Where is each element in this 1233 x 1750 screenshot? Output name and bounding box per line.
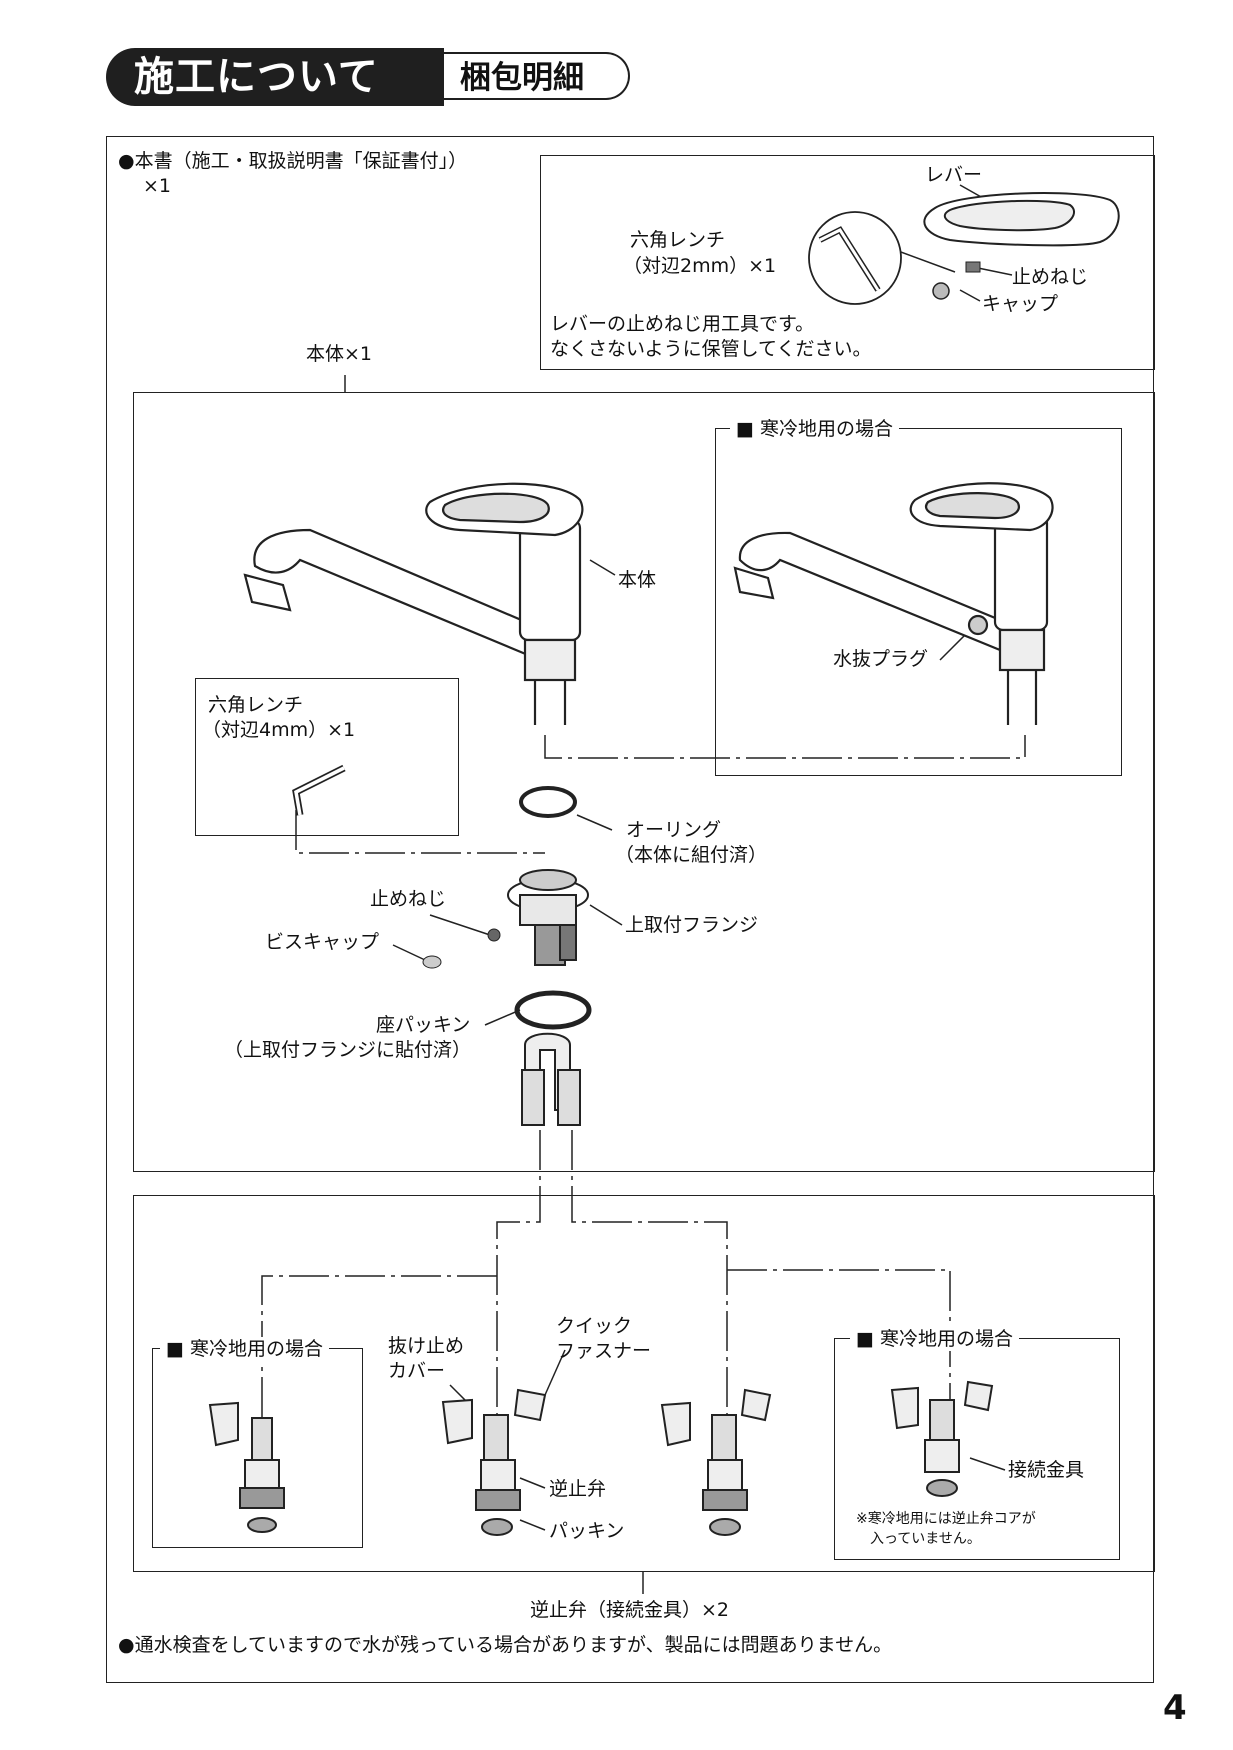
section-subtitle-badge: 梱包明細 (444, 52, 630, 100)
cap-icon (932, 282, 950, 300)
cold-region-body-box (715, 428, 1122, 776)
upper-flange-label: 上取付フランジ (625, 914, 759, 936)
body-leader (589, 559, 616, 576)
quick-fastener-label-2: ファスナー (556, 1340, 652, 1362)
cold-note-2: 入っていません。 (870, 1531, 981, 1547)
upper-flange-illustration (507, 869, 589, 966)
cold-region-label-valve-left: ■ 寒冷地用の場合 (160, 1337, 329, 1361)
valve-set-main-2 (660, 1388, 772, 1536)
wrench-note-1: レバーの止めねじ用工具です。 (550, 313, 815, 335)
body-box (133, 392, 1155, 1172)
valve-box (133, 1195, 1155, 1572)
wrench-note-2: なくさないように保管してください。 (550, 338, 872, 360)
set-screw-label-2: 止めねじ (370, 888, 447, 910)
cold-region-label-body: ■ 寒冷地用の場合 (730, 417, 899, 441)
section-subtitle: 梱包明細 (460, 60, 584, 96)
valve-set-main (441, 1388, 547, 1536)
faucet-body-illustration (243, 482, 584, 725)
cold-link-left (261, 1275, 497, 1432)
wrench2-name: 六角レンチ (630, 229, 726, 251)
wrench-box (540, 155, 1155, 370)
cold-faucet-illustration (733, 482, 1054, 725)
body-to-cold-link (544, 735, 1026, 759)
set-screw-leader-2 (429, 914, 491, 936)
wrench2-size: （対辺2mm）×1 (623, 255, 777, 277)
quick-fastener-label-1: クイック (556, 1315, 633, 1337)
seat-packing-label: 座パッキン (376, 1014, 471, 1036)
valve-set-cold-right (890, 1380, 994, 1497)
screw-cap-leader (392, 944, 426, 961)
section-title-badge: 施工について (106, 48, 444, 106)
wrench4-name: 六角レンチ (208, 694, 304, 716)
hose-link-right (571, 1130, 728, 1432)
manual-qty: ×1 (143, 175, 172, 197)
lever-illustration (923, 192, 1120, 247)
set-screw-icon-2 (487, 928, 501, 942)
wrench4-box (195, 678, 459, 836)
cold-note-1: ※寒冷地用には逆止弁コアが (856, 1511, 1036, 1527)
hex-wrench-4mm-icon (292, 764, 346, 816)
upper-flange-leader (589, 904, 623, 926)
cap-label: キャップ (982, 293, 1059, 315)
section-title: 施工について (134, 54, 379, 100)
outer-frame (106, 136, 1154, 1683)
fitting-label: 接続金具 (1008, 1459, 1085, 1481)
packing-label: パッキン (549, 1520, 625, 1542)
cold-link-right (727, 1269, 951, 1432)
drain-plug-label: 水抜プラグ (833, 648, 929, 670)
body-title: 本体×1 (306, 343, 373, 365)
page-number: 4 (1163, 1688, 1187, 1728)
o-ring-note: （本体に組付済） (615, 844, 768, 866)
seat-packing-icon (514, 990, 592, 1030)
seat-packing-leader (484, 1009, 521, 1026)
wrench4-size: （対辺4mm）×1 (202, 719, 356, 741)
seat-packing-note: （上取付フランジに貼付済） (224, 1039, 472, 1061)
o-ring-leader (576, 814, 613, 831)
set-screw-icon (965, 261, 981, 273)
body-label: 本体 (618, 569, 657, 591)
hoses-illustration (521, 1032, 581, 1126)
set-screw-leader (977, 267, 1013, 276)
footer-note: ●通水検査をしていますので水が残っている場合がありますが、製品には問題ありません… (118, 1634, 893, 1656)
manual-item: ●本書（施工・取扱説明書「保証書付」） (118, 150, 468, 172)
slip-cover-label-2: カバー (388, 1360, 446, 1382)
valve-caption: 逆止弁（接続金具）×2 (530, 1599, 730, 1621)
valve-set-cold-left (208, 1401, 285, 1533)
o-ring-label: オーリング (626, 819, 722, 841)
check-valve-label: 逆止弁 (549, 1478, 607, 1500)
wrench-to-flange-link (295, 810, 545, 854)
drain-plug-icon (967, 614, 989, 636)
cold-region-label-valve-right: ■ 寒冷地用の場合 (850, 1327, 1019, 1351)
screw-cap-label: ビスキャップ (265, 931, 380, 953)
slip-cover-label-1: 抜け止め (388, 1335, 465, 1357)
screw-cap-icon (422, 955, 442, 969)
lever-label: レバー (925, 164, 983, 186)
hose-link-left (496, 1130, 541, 1432)
o-ring-icon (519, 786, 577, 818)
cap-leader (959, 289, 981, 302)
set-screw-label: 止めねじ (1012, 266, 1089, 288)
